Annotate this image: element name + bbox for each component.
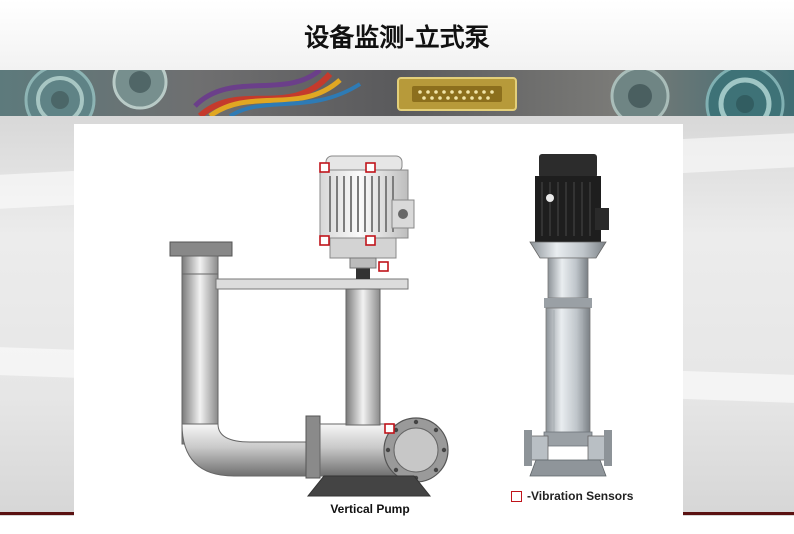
gear-icon [610, 70, 670, 116]
slide-title: 设备监测-立式泵 [304, 23, 490, 52]
vibration-sensor-marker [365, 235, 376, 246]
legend: -Vibration Sensors [511, 488, 633, 504]
banner-graphic [0, 70, 794, 116]
vibration-sensor-marker [384, 423, 395, 434]
cable-icon [193, 70, 362, 116]
gear-icon [705, 70, 785, 116]
vibration-sensor-marker [319, 162, 330, 173]
vibration-sensor-marker [319, 235, 330, 246]
vibration-sensor-marker [378, 261, 389, 272]
title-bar: 设备监测-立式泵 [0, 0, 794, 71]
motor [319, 155, 415, 269]
legend-label: -Vibration Sensors [527, 489, 634, 503]
vibration-sensor-legend-swatch [511, 490, 522, 502]
connector-icon [397, 77, 517, 111]
vertical-pump-photo [524, 154, 612, 477]
vibration-sensor-marker [365, 162, 376, 173]
vertical-pump-schematic [169, 155, 449, 497]
vertical-pump-caption: Vertical Pump [330, 502, 410, 516]
pump-diagram [169, 154, 612, 497]
diagram-card: -Vibration Sensors [74, 124, 683, 530]
header-banner [0, 70, 794, 116]
gear-icon [24, 70, 96, 116]
gear-icon [112, 70, 168, 110]
sensor-markers [319, 162, 395, 434]
